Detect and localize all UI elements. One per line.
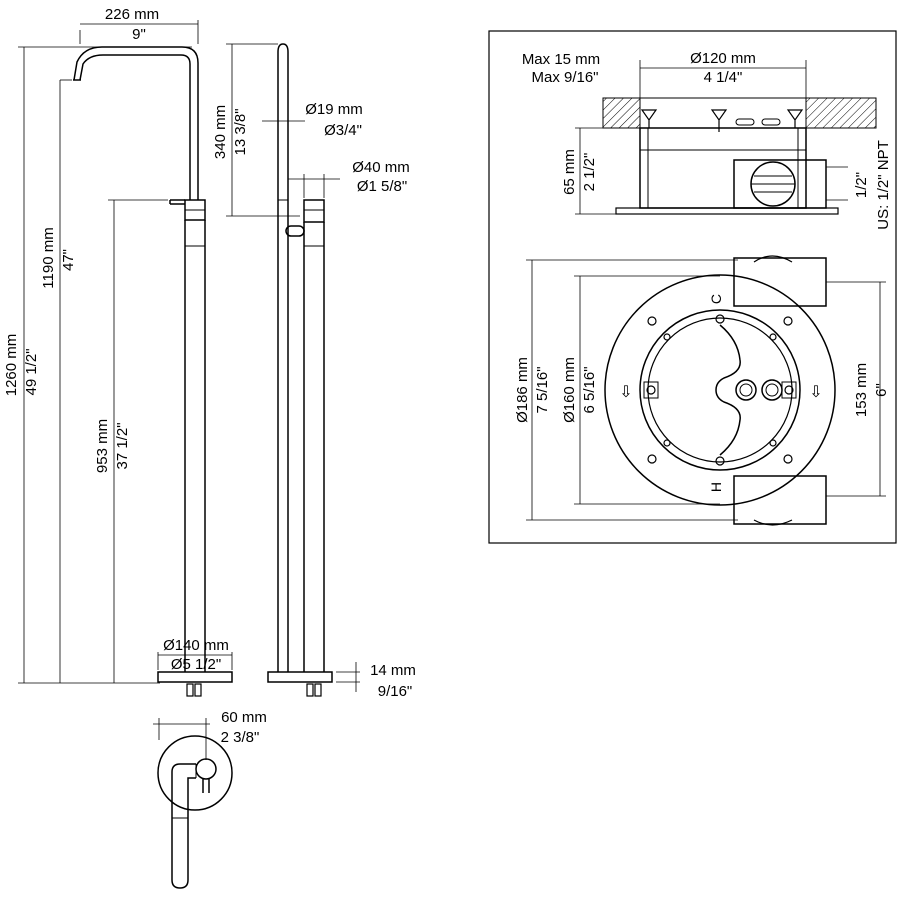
handle-lever [169,199,185,205]
top-valve-circle [195,758,217,780]
rough-in-panel: Max 15 mm Max 9/16" Ø120 mm 4 1/4" 65 mm… [488,30,897,544]
body-diameter-mm: Ø40 mm [352,159,410,176]
flange-circle [604,274,836,506]
side-spout-tube [277,43,289,672]
cartridge-right [761,379,783,401]
tube-diameter-in: Ø3/4" [324,122,362,139]
outlet-height-in: 47" [60,249,77,271]
rough-in-body [639,127,807,209]
floor-slab-right [805,97,877,129]
body-diameter-in: Ø1 5/8" [357,178,407,195]
inlet-label-1: 1/2" [853,172,870,198]
inlet-spacing-mm: 153 mm [853,363,870,417]
spout-outer [73,46,199,200]
outlet-height-mm: 1190 mm [40,227,57,288]
ring-circle [639,309,801,471]
handle-offset-in: 2 3/8" [221,729,260,746]
cartridge-left [735,379,757,401]
inlet-lug-bottom [733,475,827,525]
spout-width-in: 9" [132,26,146,43]
rough-in-plate [615,207,839,215]
ring-diameter-mm: Ø160 mm [561,357,578,423]
cold-label: C [708,294,724,304]
inlet-label-2: US: 1/2" NPT [875,140,892,230]
spout-width-mm: 226 mm [105,6,159,23]
hot-label: H [708,482,724,492]
top-view: 60 mm 2 3/8" [153,709,267,889]
depth-in: 2 1/2" [581,153,598,192]
handle-offset-mm: 60 mm [221,709,267,726]
base-thickness-mm: 14 mm [370,662,416,679]
front-view: 226 mm 9" 1260 mm 49 1/2" 1190 mm 47" 95… [3,6,233,697]
side-valve-body [303,199,325,223]
base-thickness-in: 9/16" [378,683,413,700]
flange-diameter-mm: Ø186 mm [514,357,531,423]
base-diameter-in: Ø5 1/2" [171,656,221,673]
inlet-spacing-in: 6" [873,383,890,397]
flow-arrow-left: ⇩ [619,384,632,401]
rough-body-diameter-in: 4 1/4" [704,69,743,86]
rough-in-inlet [733,159,827,209]
floor-slab-left [602,97,641,129]
ring-diameter-in: 6 5/16" [581,366,598,413]
rough-in-frame [488,30,897,544]
flow-arrow-right: ⇩ [809,384,822,401]
flange-diameter-in: 7 5/16" [534,366,551,413]
valve-height-mm: 953 mm [94,419,111,473]
total-height-mm: 1260 mm [3,334,20,397]
floor-max-mm: Max 15 mm [522,51,600,68]
inlet-lug-top [733,257,827,307]
base-plate [157,671,233,683]
top-spout [171,763,196,889]
depth-mm: 65 mm [561,149,578,195]
spout-inner [79,54,191,200]
valve-cutout [715,324,741,456]
valve-height-in: 37 1/2" [114,422,131,469]
side-base-plate [267,671,333,683]
tube-diameter-mm: Ø19 mm [305,101,363,118]
base-diameter-mm: Ø140 mm [163,637,229,654]
bolt-holes [646,314,794,466]
total-height-in: 49 1/2" [23,348,40,395]
riser-drop-in: 13 3/8" [232,108,249,155]
floor-max-in: Max 9/16" [531,69,598,86]
riser-drop-mm: 340 mm [212,105,229,159]
rough-body-diameter-mm: Ø120 mm [690,50,756,67]
side-view: 340 mm 13 3/8" Ø19 mm Ø3/4" Ø40 mm Ø1 5/… [212,43,416,700]
top-base-circle [157,735,233,811]
